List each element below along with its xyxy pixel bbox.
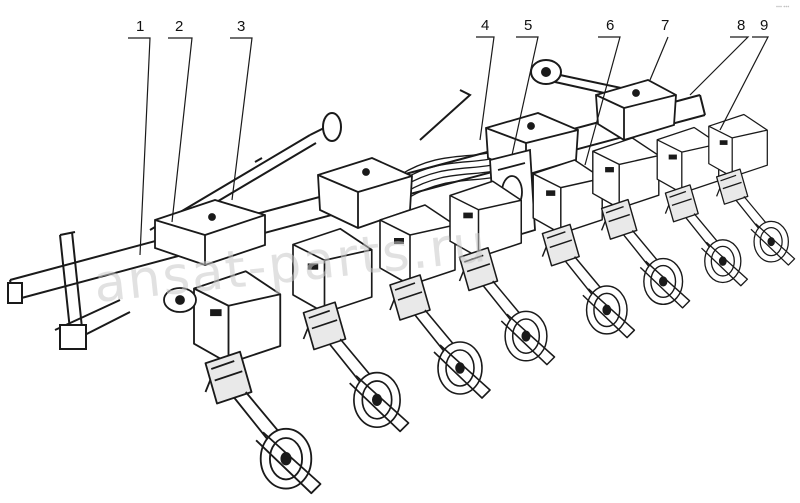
- callout-4: 4: [481, 17, 489, 34]
- corner-note: *** ***: [776, 5, 789, 10]
- marker-arm-right: [419, 59, 641, 141]
- callout-8: 8: [737, 17, 745, 34]
- fertilizer-hopper-1: [154, 199, 266, 266]
- gauge-wheel-left: [163, 287, 197, 313]
- fertilizer-hopper-4: [595, 79, 677, 141]
- callout-2: 2: [175, 18, 183, 35]
- hitch-drawbar: [54, 299, 131, 350]
- callout-9: 9: [760, 17, 768, 34]
- callout-1: 1: [136, 18, 144, 35]
- row-unit-1: [193, 270, 322, 495]
- callout-5: 5: [524, 17, 532, 34]
- callout-7: 7: [661, 17, 669, 34]
- fertilizer-hopper-2: [317, 157, 413, 229]
- callout-3: 3: [237, 18, 245, 35]
- leader-lines: [128, 36, 769, 256]
- callout-6: 6: [606, 17, 614, 34]
